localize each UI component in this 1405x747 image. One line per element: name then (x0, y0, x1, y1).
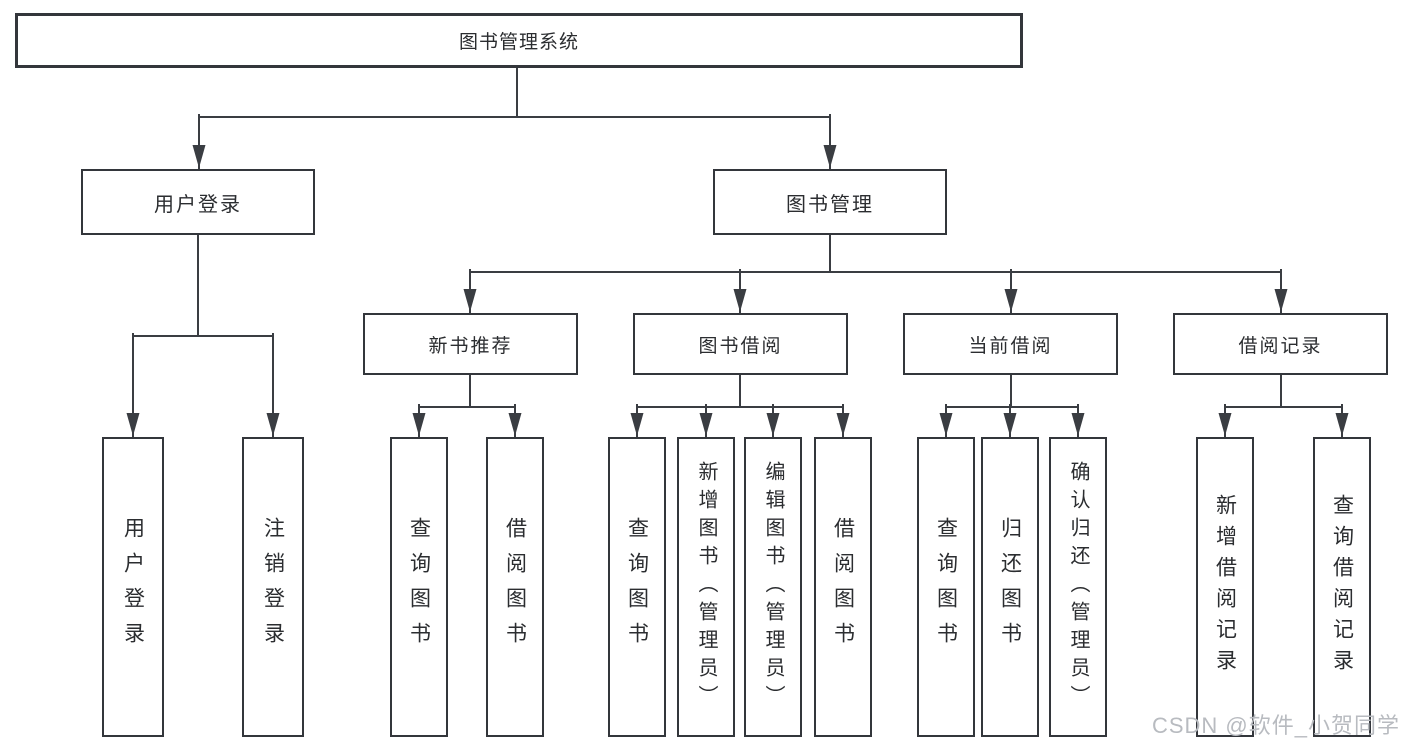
node-book-borrow-label: 图书借阅 (698, 335, 783, 357)
node-borrow-records: 借阅记录 (1173, 313, 1388, 375)
leaf-label: 新增借阅记录 (1213, 494, 1237, 680)
leaf-label: 确认归还（管理员） (1067, 461, 1089, 713)
node-user-login-label: 用户登录 (154, 193, 242, 216)
leaf-nb-query-books: 查询图书 (390, 437, 448, 737)
leaf-label: 编辑图书（管理员） (762, 461, 784, 713)
leaf-label: 查询借阅记录 (1330, 494, 1354, 680)
leaf-logout: 注销登录 (242, 437, 304, 737)
leaf-label: 归还图书 (998, 517, 1022, 657)
node-root-label: 图书管理系统 (458, 32, 579, 53)
leaf-cb-return-books: 归还图书 (981, 437, 1039, 737)
node-root: 图书管理系统 (15, 13, 1023, 68)
leaf-user-login: 用户登录 (102, 437, 164, 737)
node-book-mgmt-label: 图书管理 (786, 193, 874, 216)
leaf-bb-query-books: 查询图书 (608, 437, 666, 737)
node-book-borrow: 图书借阅 (633, 313, 848, 375)
leaf-label: 查询图书 (625, 517, 649, 657)
node-new-books-label: 新书推荐 (428, 335, 513, 357)
node-borrow-records-label: 借阅记录 (1238, 335, 1323, 357)
leaf-cb-query-books: 查询图书 (917, 437, 975, 737)
leaf-label: 用户登录 (121, 517, 145, 657)
leaf-bb-add-book-admin: 新增图书（管理员） (677, 437, 735, 737)
leaf-br-add-borrow-record: 新增借阅记录 (1196, 437, 1254, 737)
node-current-borrow-label: 当前借阅 (968, 335, 1053, 357)
leaf-label: 借阅图书 (503, 517, 527, 657)
leaf-label: 新增图书（管理员） (695, 461, 717, 713)
leaf-label: 注销登录 (261, 517, 285, 657)
csdn-watermark: CSDN @软件_小贺同学 (1151, 713, 1400, 738)
node-new-books: 新书推荐 (363, 313, 578, 375)
leaf-label: 查询图书 (407, 517, 431, 657)
node-book-mgmt: 图书管理 (713, 169, 947, 235)
leaf-label: 借阅图书 (831, 517, 855, 657)
leaf-cb-confirm-return-admin: 确认归还（管理员） (1049, 437, 1107, 737)
leaf-label: 查询图书 (934, 517, 958, 657)
leaf-bb-borrow-books: 借阅图书 (814, 437, 872, 737)
leaf-nb-borrow-books: 借阅图书 (486, 437, 544, 737)
leaf-br-query-borrow-record: 查询借阅记录 (1313, 437, 1371, 737)
leaf-bb-edit-book-admin: 编辑图书（管理员） (744, 437, 802, 737)
node-current-borrow: 当前借阅 (903, 313, 1118, 375)
node-user-login: 用户登录 (81, 169, 315, 235)
